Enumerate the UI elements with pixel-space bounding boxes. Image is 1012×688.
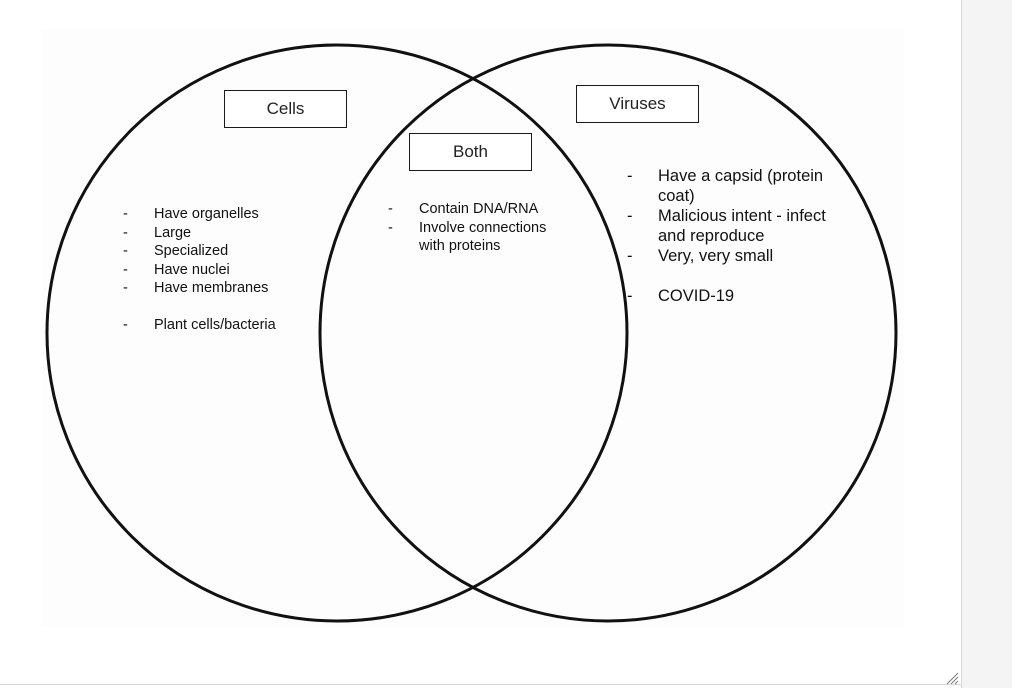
- bullet-dash: -: [627, 287, 633, 305]
- list-item-text: Have organelles: [154, 206, 259, 222]
- right-list-item: - Very, very small: [627, 246, 842, 266]
- list-item-text: Have membranes: [154, 280, 269, 296]
- bullet-dash: -: [123, 206, 128, 222]
- bullet-dash: -: [123, 280, 128, 296]
- list-item-text: COVID-19: [658, 287, 735, 305]
- diagram-area: [42, 30, 904, 626]
- right-gutter: [961, 0, 1012, 688]
- list-item-text: Have nuclei: [154, 261, 230, 278]
- right-list-item: - Malicious intent - infect and reproduce: [627, 206, 842, 246]
- bullet-dash: -: [123, 224, 128, 241]
- venn-diagram-graphic: [45, 43, 898, 623]
- bottom-border: [0, 684, 961, 685]
- cells-title-box: Cells: [224, 90, 347, 128]
- viruses-title-box: Viruses: [576, 85, 699, 123]
- list-item-text: Large: [154, 224, 192, 241]
- list-item-text: Very, very small: [658, 247, 774, 265]
- bullet-dash: -: [627, 247, 633, 265]
- both-title-box: Both: [409, 133, 532, 171]
- resize-grip-icon[interactable]: [945, 671, 959, 685]
- bullet-dash: -: [123, 317, 128, 333]
- left-list-item: - Have membranes: [123, 279, 314, 298]
- list-item-text: Contain DNA/RNA: [419, 201, 539, 217]
- bullet-dash: -: [123, 261, 128, 278]
- list-item-text: Plant cells/bacteria: [154, 317, 276, 333]
- cells-circle: [45, 43, 629, 623]
- list-item-text: Involve connections with proteins: [419, 219, 547, 255]
- viruses-circle: [318, 43, 898, 623]
- right-list-item: - COVID-19: [627, 286, 842, 306]
- bullet-dash: -: [627, 167, 633, 185]
- left-list-item: - Large: [123, 224, 314, 243]
- bullet-dash: -: [627, 207, 633, 225]
- list-spacer: [627, 266, 842, 286]
- both-items-list: - Contain DNA/RNA - Involve connections wit…: [388, 200, 564, 256]
- overlap-list-item: - Contain DNA/RNA: [388, 200, 564, 219]
- left-list-item: - Plant cells/bacteria: [123, 316, 314, 335]
- viruses-items-list: - Have a capsid (protein coat) - Malicious …: [627, 166, 842, 306]
- left-list-item: - Have organelles: [123, 205, 314, 224]
- right-list-item: - Have a capsid (protein coat): [627, 166, 842, 206]
- viruses-title: Viruses: [609, 94, 666, 113]
- cells-title: Cells: [266, 99, 305, 118]
- both-title: Both: [453, 142, 488, 161]
- bullet-dash: -: [388, 219, 393, 236]
- list-item-text: Have a capsid (protein coat): [658, 167, 824, 205]
- left-list-item: - Have nuclei: [123, 261, 314, 280]
- list-spacer: [124, 298, 314, 317]
- list-item-text: Malicious intent - infect and reproduce: [658, 207, 826, 245]
- overlap-list-item: - Involve connections with proteins: [388, 219, 564, 256]
- cells-items-list: - Have organelles - Large - Specialized - Have …: [123, 205, 314, 335]
- bullet-dash: -: [123, 243, 128, 259]
- left-list-item: - Specialized: [123, 242, 314, 261]
- list-item-text: Specialized: [154, 243, 229, 259]
- bullet-dash: -: [388, 201, 393, 217]
